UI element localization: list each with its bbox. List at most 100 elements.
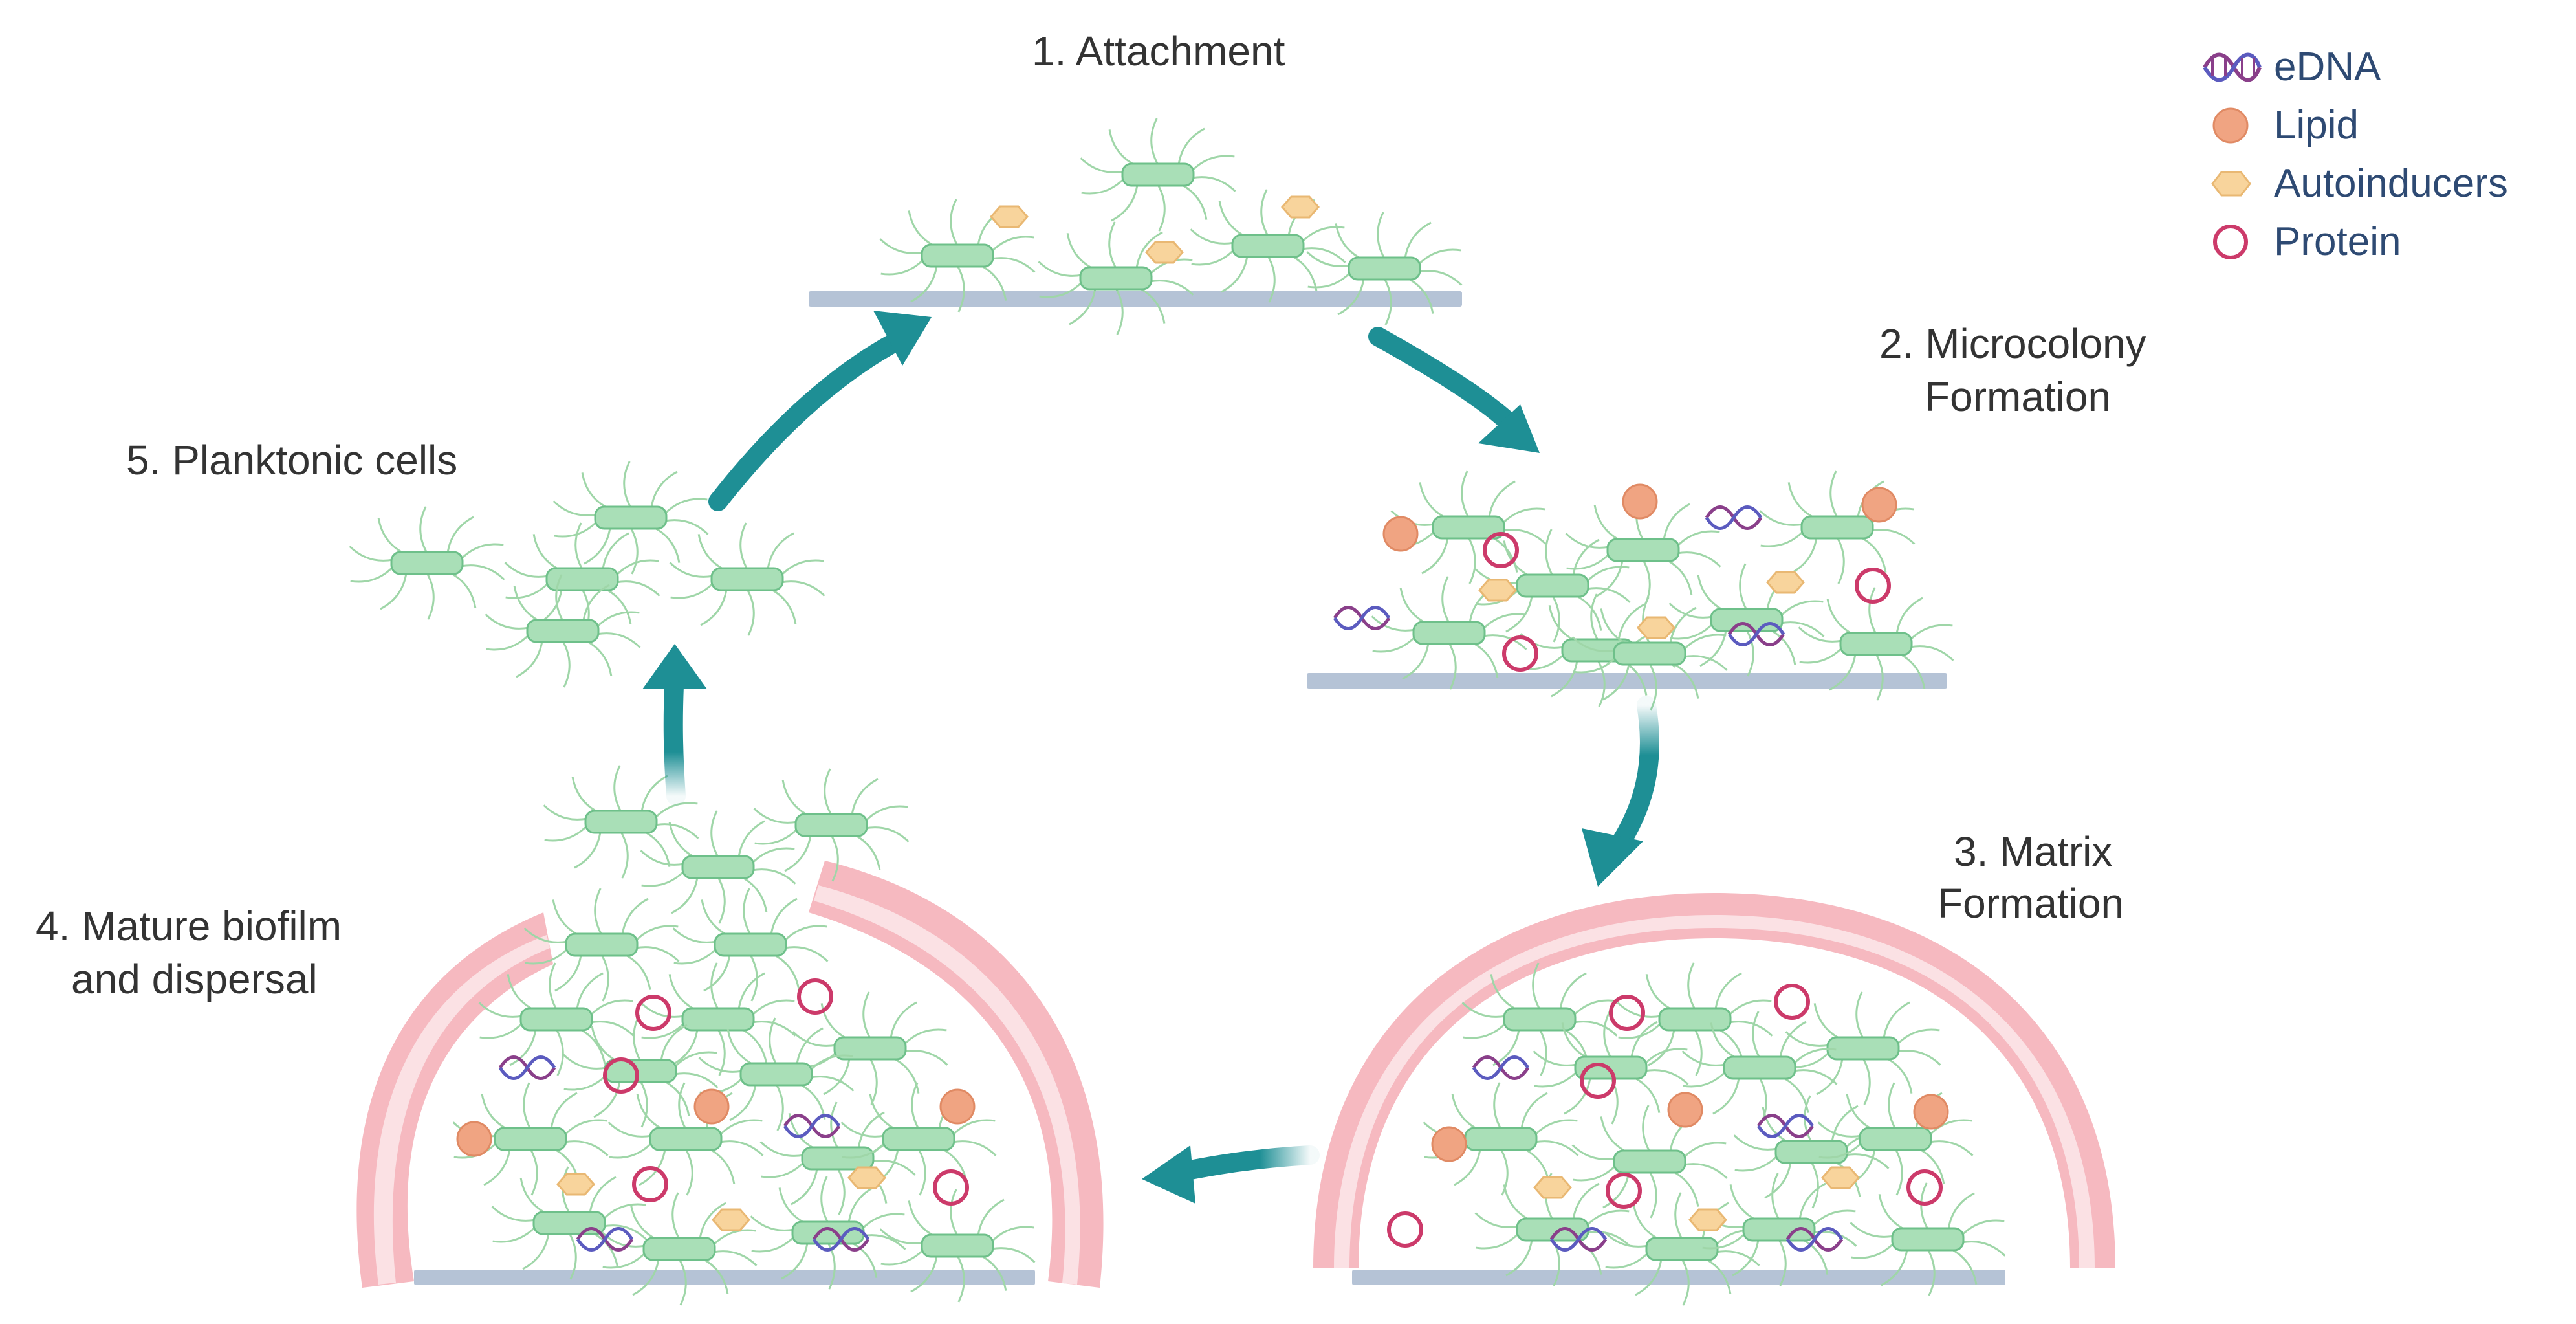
flagellum [1793,1069,1838,1085]
autoinducer-molecule [1281,195,1320,219]
protein-molecule [1580,1063,1616,1099]
flagellum [616,580,660,597]
flagellum [1463,1022,1507,1039]
flagellum [1683,1163,1728,1179]
flagellum [673,947,718,965]
protein-molecule [635,995,671,1031]
flagellum [1855,991,1864,1038]
autoinducer-molecule [1821,1166,1860,1189]
flagellum [1798,626,1842,643]
flagellum [1632,1204,1661,1241]
flagellum [1441,576,1450,623]
flagellum [1764,1160,1792,1199]
bacterium [491,1166,648,1280]
flagellum [1559,972,1587,1011]
flagellum [1533,1050,1577,1066]
flagellum [1371,615,1415,632]
dna-strand [1727,622,1785,646]
substrate-surface [809,291,1462,307]
flagellum [1399,588,1428,625]
flagellum [1404,221,1432,260]
flagellum [576,972,604,1011]
flagellum [1675,530,1720,547]
flagellum [1875,654,1884,701]
flagellum [1179,182,1208,220]
flagellum [609,1142,653,1159]
flagellum [679,1259,687,1306]
flagellum [1800,1237,1829,1275]
flagellum [1910,645,1954,661]
flagellum [1779,600,1824,617]
flagellum [1811,1209,1856,1227]
flagellum [603,1224,648,1241]
flagellum [485,613,529,630]
flagellum [842,1142,886,1159]
arrow-4-to-5-head [642,644,707,689]
flagellum [1534,1140,1579,1156]
flagellum [543,804,587,821]
flagellum [1780,1076,1809,1113]
dna-strand [1472,1055,1530,1080]
flagellum [1566,553,1611,570]
flagellum [1714,972,1742,1011]
flagellum [1837,538,1845,584]
cell-body [921,1233,994,1258]
flagellum [1702,1232,1747,1250]
flagellum [1418,270,1463,286]
flagellum [525,947,569,965]
arrow-3-to-4 [1174,1145,1320,1181]
bacterium [879,1189,1036,1303]
flagellum [743,888,751,934]
arrow-2-to-3-head [1582,828,1643,887]
flagellum [1734,1154,1779,1172]
flagellum [601,955,609,1002]
dna-strand [783,1114,841,1138]
flagellum [1564,1076,1591,1115]
protein-molecule [797,978,833,1015]
cell-body [526,619,600,643]
cell-body [494,1127,567,1151]
flagellum [653,802,698,819]
flagellum [1699,628,1727,667]
cell-body [390,551,464,575]
flagellum [1539,1030,1547,1076]
flagellum [1571,1144,1616,1160]
flagellum [700,588,728,626]
cell-body [604,1059,677,1083]
cell-body [1503,1007,1577,1032]
flagellum [788,1113,817,1151]
edna-molecule [812,1227,870,1252]
flagellum [673,1051,717,1068]
edna-molecule [1705,505,1763,530]
flagellum [481,1094,510,1131]
flagellum [847,1186,875,1224]
flagellum [717,1030,726,1076]
legend: eDNA Lipid Autoinducers Protein [2193,39,2555,272]
cell-body [584,810,658,834]
flagellum [951,1119,996,1136]
flagellum [544,824,589,842]
arrow-1-to-2-head [1478,404,1540,453]
flagellum [1961,1241,2006,1257]
flagellum [862,991,871,1038]
label-microcolony-line1: 2. Microcolony [1879,320,2146,367]
flagellum [750,999,795,1017]
cell-body [739,1062,813,1087]
cell-body [1606,538,1680,562]
flagellum [519,1178,549,1215]
flagellum [1683,1070,1727,1088]
flagellum [1573,593,1602,631]
flagellum [737,820,765,859]
flagellum [1177,127,1205,166]
flagellum [737,972,765,1011]
flagellum [952,1140,997,1156]
flagellum [910,1254,938,1293]
flagellum [380,571,408,610]
flagellum [1108,221,1117,268]
flagellum [860,1213,905,1230]
flagellum [530,1149,538,1196]
flagellum [590,1021,635,1037]
edna-molecule [1549,1227,1608,1252]
flagellum [671,876,699,914]
flagellum [589,1176,617,1215]
